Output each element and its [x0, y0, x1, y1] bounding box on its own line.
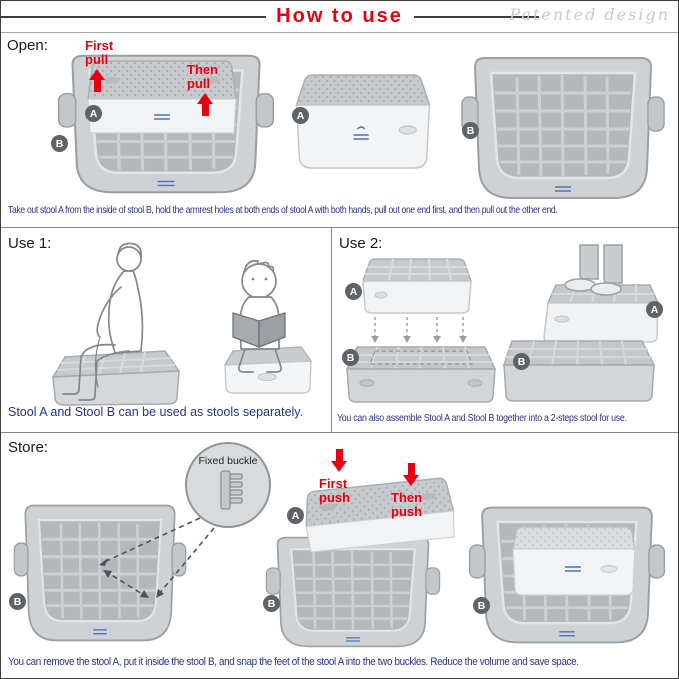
- header-rule-left: [1, 16, 266, 18]
- badge-stool-a: A: [646, 301, 663, 318]
- first-push-note: First push: [319, 476, 351, 506]
- then-pull-note: Then pull: [187, 62, 219, 92]
- legs-icon: [564, 244, 623, 296]
- section-divider: [1, 227, 678, 228]
- first-pull-arrow-icon: [89, 69, 105, 92]
- badge-stool-b: B: [51, 135, 68, 152]
- badge-stool-b: B: [9, 593, 26, 610]
- brand-mark-icon: [565, 566, 581, 572]
- page-title: How to use: [276, 5, 403, 27]
- section-divider: [1, 432, 678, 433]
- store-caption: You can remove the stool A, put it insid…: [8, 656, 579, 668]
- then-push-note: Then push: [391, 490, 423, 520]
- first-pull-note: First pull: [85, 38, 114, 68]
- badge-stool-a: A: [345, 283, 362, 300]
- open-caption: Take out stool A from the inside of stoo…: [8, 204, 558, 216]
- then-push-arrow-icon: [403, 463, 419, 486]
- badge-stool-b: B: [263, 595, 280, 612]
- use2-caption: You can also assemble Stool A and Stool …: [337, 413, 627, 424]
- badge-stool-b: B: [342, 349, 359, 366]
- badge-stool-b: B: [462, 122, 479, 139]
- stool-a-in-b-illustration: [37, 45, 285, 203]
- first-push-arrow-icon: [331, 449, 347, 472]
- open-section-label: Open:: [7, 37, 48, 54]
- badge-stool-a: A: [85, 105, 102, 122]
- assembled-steps-illustration: [502, 244, 674, 407]
- badge-stool-a: A: [287, 507, 304, 524]
- stack-assembly-illustration: [341, 247, 501, 407]
- stored-stools-illustration: [459, 495, 675, 655]
- use1-section-label: Use 1:: [8, 235, 52, 252]
- badge-stool-b: B: [513, 353, 530, 370]
- badge-stool-a: A: [292, 107, 309, 124]
- stool-b-illustration: [451, 47, 675, 209]
- fixed-buckle-magnifier: Fixed buckle: [185, 442, 271, 528]
- buckle-icon: [220, 470, 243, 510]
- column-divider: [331, 228, 332, 432]
- empty-stool-b-illustration: [5, 489, 195, 653]
- use2-section-label: Use 2:: [339, 235, 383, 252]
- brand-mark-icon: [154, 114, 170, 120]
- toddler-reading-illustration: [197, 251, 329, 407]
- book-icon: [232, 312, 286, 348]
- header-divider: [1, 32, 678, 33]
- use1-caption: Stool A and Stool B can be used as stool…: [8, 405, 304, 419]
- assembly-guide-arrows-icon: [374, 317, 464, 337]
- fixed-buckle-label: Fixed buckle: [198, 455, 258, 467]
- header-rule-right: [414, 16, 539, 18]
- insert-stool-a-illustration: [251, 471, 456, 657]
- badge-stool-b: B: [473, 597, 490, 614]
- then-pull-arrow-icon: [197, 93, 213, 116]
- store-section-label: Store:: [8, 439, 49, 456]
- stool-a-illustration: [287, 59, 439, 181]
- child-on-stool-b-illustration: [35, 237, 199, 409]
- patented-design-watermark: Patented design: [509, 5, 670, 24]
